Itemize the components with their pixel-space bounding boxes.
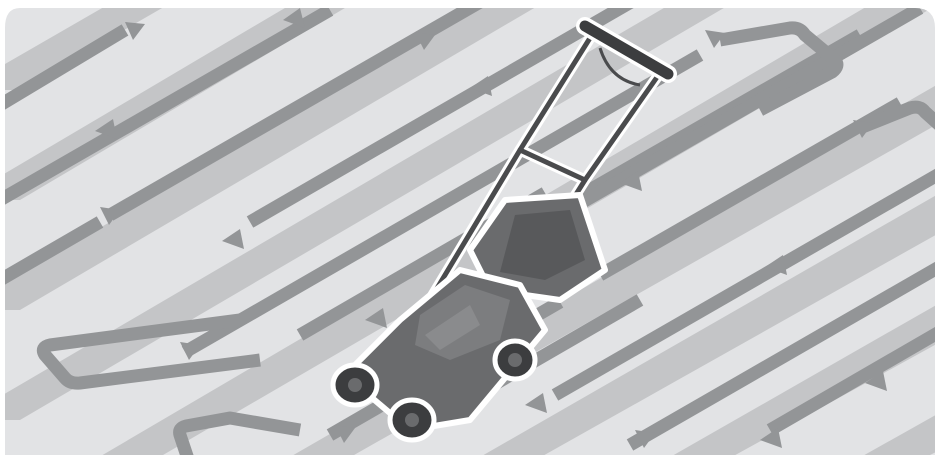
wheel-hub — [405, 413, 419, 427]
wheel-hub — [348, 378, 362, 392]
wheel-hub — [508, 353, 522, 367]
